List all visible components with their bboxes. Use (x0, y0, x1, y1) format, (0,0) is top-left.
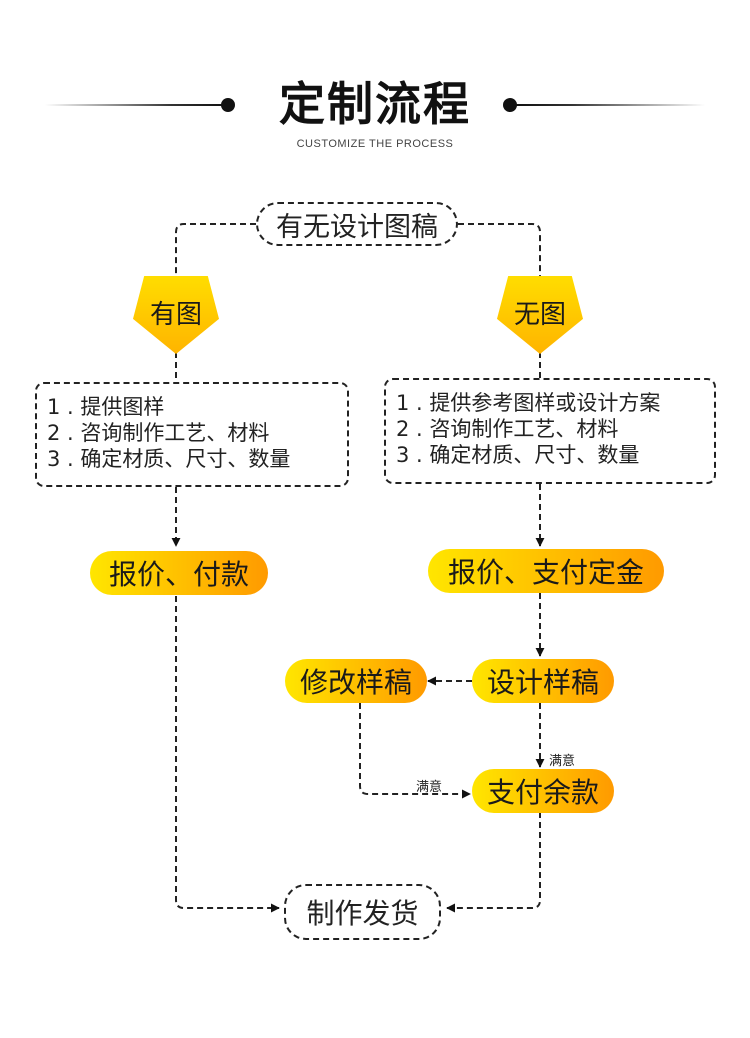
title-line-right (515, 104, 705, 106)
yes-quote-node: 报价、付款 (90, 551, 268, 595)
ship-node: 制作发货 (284, 884, 441, 940)
connector-question-left (175, 223, 256, 278)
yes-quote-label: 报价、付款 (108, 558, 249, 591)
no-steps-box: 1 . 提供参考图样或设计方案 2 . 咨询制作工艺、材料 3 . 确定材质、尺… (384, 378, 716, 484)
yes-step-3: 3 . 确定材质、尺寸、数量 (47, 447, 291, 471)
design-draft-node: 设计样稿 (472, 659, 614, 703)
no-step-2: 2 . 咨询制作工艺、材料 (396, 417, 619, 441)
connector-revise-balance (359, 703, 471, 799)
yes-step-1: 1 . 提供图样 (47, 395, 165, 419)
connector-balance-ship (446, 812, 541, 913)
connector-question-right (458, 223, 541, 278)
satisfied-label-revise: 满意 (416, 780, 443, 795)
pay-balance-label: 支付余款 (486, 776, 599, 809)
pay-balance-node: 支付余款 (472, 769, 614, 813)
page-title: 定制流程 (279, 77, 471, 131)
connector-yes-quote-ship (175, 596, 280, 913)
design-draft-label: 设计样稿 (486, 666, 599, 699)
no-quote-label: 报价、支付定金 (447, 556, 644, 589)
ship-label: 制作发货 (306, 897, 419, 930)
branch-no-label: 无图 (513, 300, 566, 330)
title-dot-right (503, 98, 517, 112)
no-step-3: 3 . 确定材质、尺寸、数量 (396, 443, 640, 467)
title-line-left (45, 104, 225, 106)
revise-draft-label: 修改样稿 (299, 666, 412, 699)
yes-steps-box: 1 . 提供图样 2 . 咨询制作工艺、材料 3 . 确定材质、尺寸、数量 (35, 382, 349, 487)
satisfied-label-design: 满意 (549, 754, 576, 769)
question-node: 有无设计图稿 (256, 202, 458, 246)
page-subtitle: CUSTOMIZE THE PROCESS (296, 138, 454, 150)
no-step-1: 1 . 提供参考图样或设计方案 (396, 391, 661, 415)
yes-step-2: 2 . 咨询制作工艺、材料 (47, 421, 270, 445)
revise-draft-node: 修改样稿 (285, 659, 427, 703)
branch-yes-label: 有图 (149, 300, 202, 330)
question-label: 有无设计图稿 (276, 211, 438, 243)
no-quote-node: 报价、支付定金 (428, 549, 664, 593)
title-row: 定制流程 (0, 70, 750, 140)
title-dot-left (221, 98, 235, 112)
